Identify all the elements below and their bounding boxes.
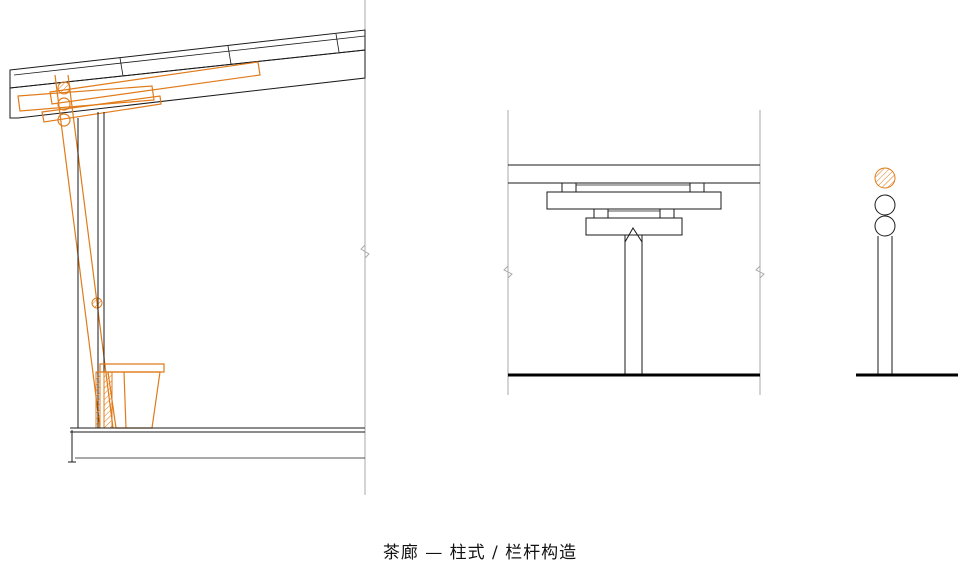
rail-section-circle — [874, 194, 896, 216]
drawing-caption: 茶廊 — 柱式 / 栏杆构造 — [382, 543, 578, 563]
roof-slab — [9, 29, 366, 119]
bench-box — [95, 363, 165, 429]
railing-side-elevation — [856, 167, 958, 377]
section-view — [9, 0, 370, 495]
beam-end-section-hatched — [57, 81, 71, 95]
upper-rail — [546, 182, 722, 210]
floor-slab — [68, 427, 365, 463]
break-symbol — [360, 244, 370, 259]
lower-rail — [585, 208, 683, 236]
rail-section-circle — [874, 215, 896, 237]
roof-timber-beams — [17, 61, 261, 123]
railing-front-elevation — [503, 110, 765, 395]
railing-post — [624, 227, 643, 374]
top-beam — [508, 164, 760, 184]
rail-section-hatched — [91, 297, 103, 309]
handrail-section-hatched — [874, 167, 896, 189]
